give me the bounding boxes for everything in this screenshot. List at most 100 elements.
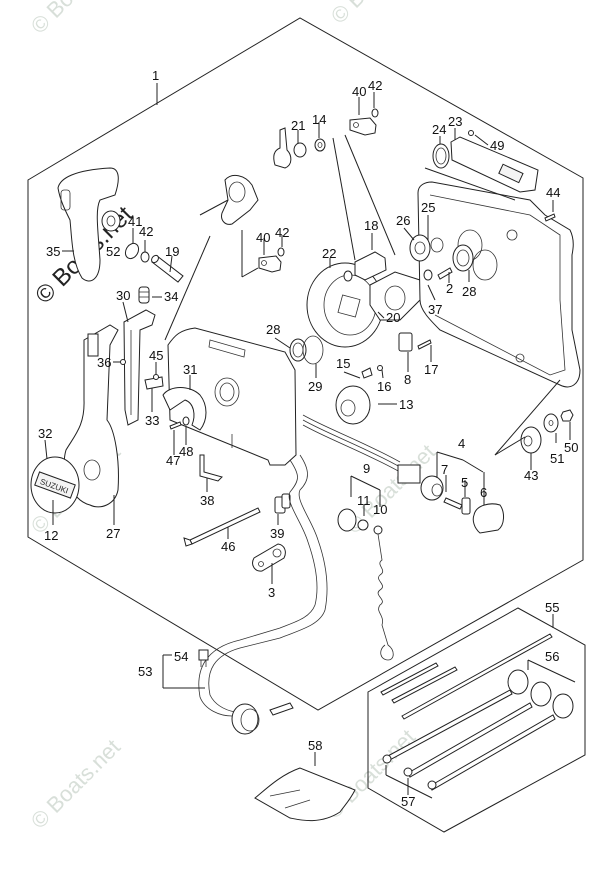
leader-16: [381, 369, 384, 379]
callout-50: 50: [564, 440, 578, 455]
bushing-21: [293, 142, 307, 158]
watermark-top-left: © Boats.net: [26, 0, 125, 39]
watermark-bottom-left: © Boats.net: [26, 734, 125, 833]
callout-24: 24: [432, 122, 446, 137]
leader-15: [343, 371, 361, 379]
callout-1: 1: [152, 68, 159, 83]
callout-13: 13: [399, 397, 413, 412]
callout-25: 25: [421, 200, 435, 215]
callout-44: 44: [546, 185, 560, 200]
leader-32: [44, 439, 48, 460]
key-switch-7: [397, 464, 444, 501]
clip-42-mid: [277, 247, 285, 257]
callout-34: 34: [164, 289, 178, 304]
clip-42: [140, 251, 150, 263]
screw-16: [377, 365, 383, 371]
screw-47: [169, 421, 182, 430]
lever-23: [450, 136, 539, 193]
leader-mid-link: [241, 267, 259, 278]
callout-26: 26: [396, 213, 410, 228]
callout-51: 51: [550, 451, 564, 466]
callout-labels: 1 2 3 4 5 6 7 8 9 10 11 12 13 14 15 16 1…: [38, 68, 578, 809]
leader-43-link: [494, 436, 526, 456]
leader-4b: [462, 459, 484, 473]
leader-49: [474, 134, 489, 146]
callout-38: 38: [200, 493, 214, 508]
leader-30: [122, 301, 129, 323]
leader-19: [169, 255, 173, 273]
shaft-18: [343, 251, 387, 282]
callout-45: 45: [149, 348, 163, 363]
spring-34: [138, 286, 150, 304]
leader-4: [436, 451, 464, 461]
screw-36: [120, 359, 126, 365]
callout-10: 10: [373, 502, 387, 517]
callout-37: 37: [428, 302, 442, 317]
assembly-1-outline: [27, 17, 584, 711]
bushing-28a: [289, 338, 307, 362]
lanyard-10: [373, 525, 394, 661]
watermark-top-center: © Boats.net: [326, 0, 425, 29]
callout-42c: 42: [368, 78, 382, 93]
gear-22: [306, 262, 384, 348]
leader-housing: [164, 235, 211, 341]
screw-49: [468, 130, 474, 136]
leader-28a: [274, 337, 291, 349]
callout-3: 3: [268, 585, 275, 600]
screw-44: [544, 213, 556, 222]
side-cover: [417, 181, 581, 388]
callout-47: 47: [166, 453, 180, 468]
plate-20: [369, 271, 421, 321]
ring-29: [302, 335, 324, 365]
plate-3: [252, 543, 286, 572]
bracket-30: [123, 309, 156, 426]
callout-9: 9: [363, 461, 370, 476]
callout-11: 11: [357, 493, 371, 508]
gear-26: [409, 234, 431, 262]
callout-33: 33: [145, 413, 159, 428]
cam-31: [162, 387, 207, 431]
clip-15: [361, 367, 373, 379]
callout-17: 17: [424, 362, 438, 377]
washer-41: [124, 242, 140, 260]
callout-2: 2: [446, 281, 453, 296]
spacer-39: [274, 493, 291, 514]
bracket-40-top: [349, 117, 377, 136]
spacer-56: [507, 669, 574, 719]
callout-54: 54: [174, 649, 188, 664]
callout-46: 46: [221, 539, 235, 554]
cover-12: SUZUKI: [30, 456, 80, 514]
callout-52: 52: [106, 244, 120, 259]
callout-7: 7: [441, 462, 448, 477]
key-5: [443, 497, 471, 515]
callout-28a: 28: [266, 322, 280, 337]
callout-53: 53: [138, 664, 152, 679]
nut-50: [560, 409, 574, 422]
clip-42-top: [371, 108, 379, 118]
callout-23: 23: [448, 114, 462, 129]
leader-20: [377, 311, 385, 319]
lever-arm-27: [63, 324, 119, 508]
callout-30: 30: [116, 288, 130, 303]
callout-21: 21: [291, 118, 305, 133]
callout-57: 57: [401, 794, 415, 809]
callout-8: 8: [404, 372, 411, 387]
callout-42a: 42: [139, 224, 153, 239]
callout-43: 43: [524, 468, 538, 483]
handle-35: [57, 167, 119, 282]
washer-37: [423, 269, 433, 281]
callout-16: 16: [377, 379, 391, 394]
switch-8: [398, 332, 413, 352]
screw-2: [437, 267, 453, 280]
leader-9: [350, 475, 381, 491]
callout-35: 35: [46, 244, 60, 259]
callout-56: 56: [545, 649, 559, 664]
callout-48: 48: [179, 444, 193, 459]
callout-41: 41: [128, 214, 142, 229]
clamp-21: [273, 127, 307, 169]
control-housing: [167, 327, 297, 466]
callout-42b: 42: [275, 225, 289, 240]
callout-32: 32: [38, 426, 52, 441]
callout-20: 20: [386, 310, 400, 325]
callout-5: 5: [461, 475, 468, 490]
